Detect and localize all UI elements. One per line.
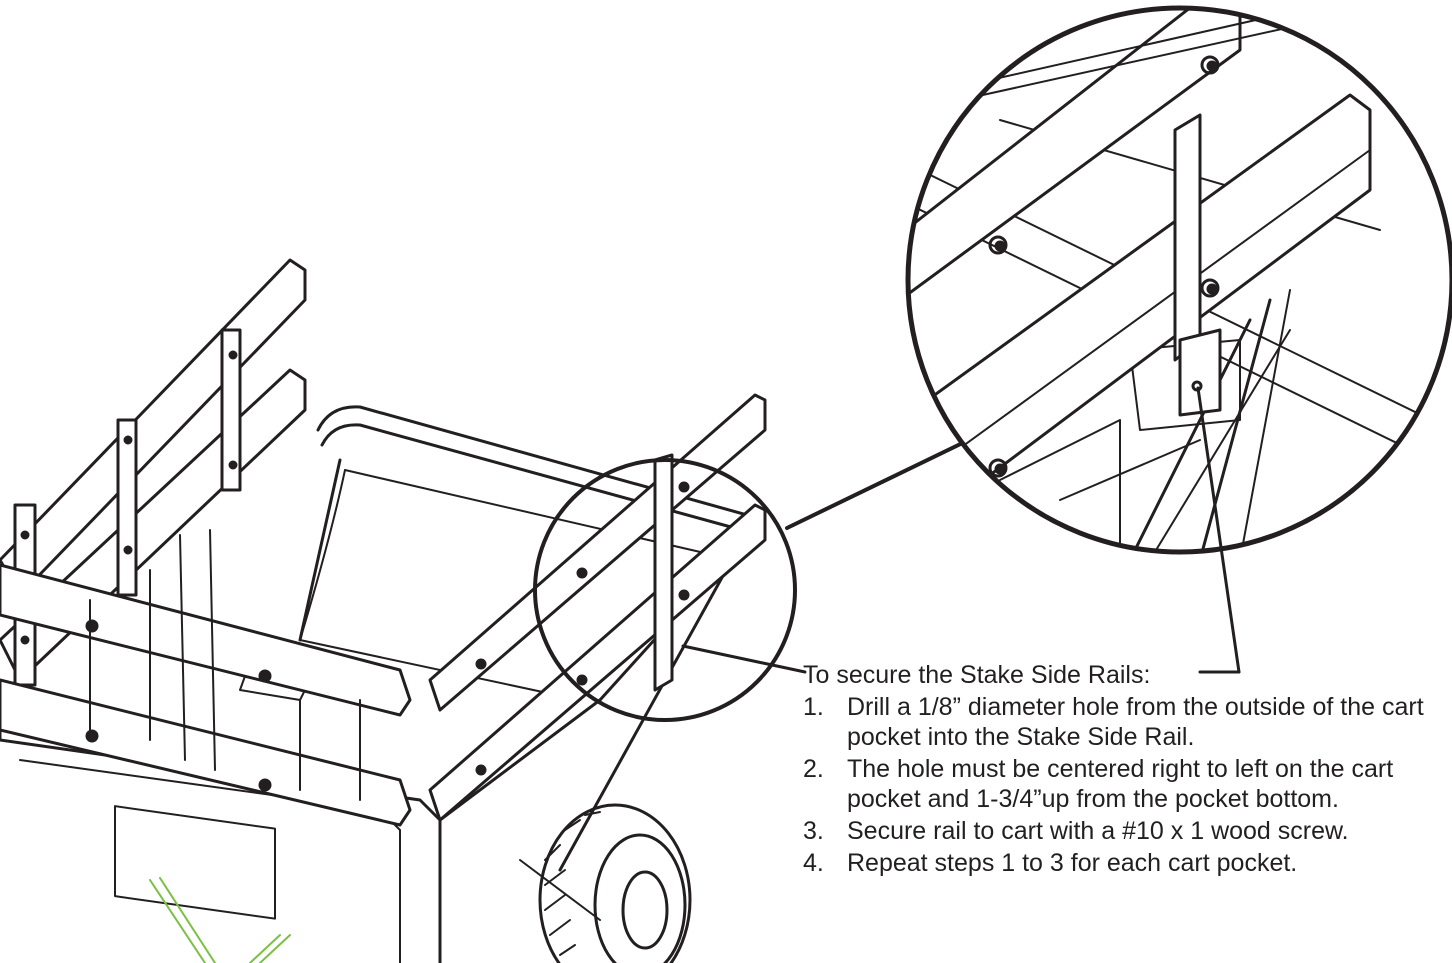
step-number: 4. xyxy=(803,849,824,877)
instruction-step-4: 4. Repeat steps 1 to 3 for each cart poc… xyxy=(803,848,1443,878)
right-stake-rail xyxy=(428,393,767,822)
magnified-detail xyxy=(905,5,1452,555)
instruction-step-1: 1. Drill a 1/8” diameter hole from the o… xyxy=(803,692,1443,752)
instructions-block: To secure the Stake Side Rails: 1. Drill… xyxy=(803,660,1443,878)
step-text: Secure rail to cart with a #10 x 1 wood … xyxy=(847,817,1349,845)
instruction-step-3: 3. Secure rail to cart with a #10 x 1 wo… xyxy=(803,816,1443,846)
step-text: Repeat steps 1 to 3 for each cart pocket… xyxy=(847,849,1298,877)
cart-ribs xyxy=(89,529,361,801)
step-number: 3. xyxy=(803,817,824,845)
front-stake-rail xyxy=(0,563,412,827)
instruction-steps: 1. Drill a 1/8” diameter hole from the o… xyxy=(803,692,1443,878)
detail-callout-circle xyxy=(533,458,797,722)
instruction-step-2: 2. The hole must be centered right to le… xyxy=(803,754,1443,814)
leader-lines xyxy=(681,386,1241,674)
step-number: 2. xyxy=(803,755,824,783)
step-number: 1. xyxy=(803,693,824,721)
step-text: Drill a 1/8” diameter hole from the outs… xyxy=(847,693,1424,751)
instructions-heading: To secure the Stake Side Rails: xyxy=(803,661,1151,689)
step-text: The hole must be centered right to left … xyxy=(847,755,1394,813)
green-strap xyxy=(149,877,291,963)
cart-wheel xyxy=(538,803,692,963)
